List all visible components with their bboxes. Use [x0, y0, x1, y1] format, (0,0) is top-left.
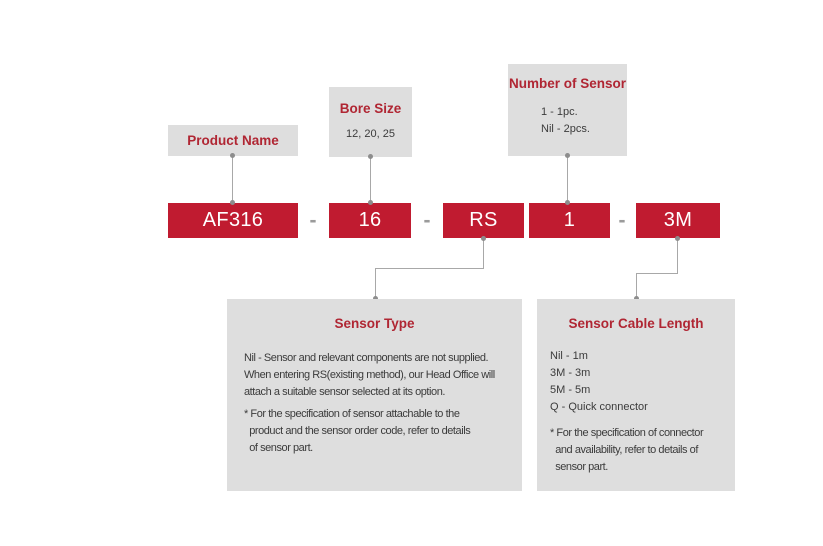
sensor-type-callout: Sensor Type Nil - Sensor and relevant co…: [227, 299, 522, 491]
connector-line: [232, 155, 233, 203]
cable-length-option: Q - Quick connector: [550, 401, 648, 413]
connector-line: [636, 273, 637, 299]
connector-dot: [368, 154, 373, 159]
connector-line: [636, 273, 678, 274]
bore-size-callout: Bore Size 12, 20, 25: [329, 87, 412, 157]
connector-line: [375, 268, 484, 269]
code-separator: -: [423, 208, 431, 232]
cable-length-note: * For the specification of connector and…: [550, 427, 704, 473]
sensor-type-description: Nil - Sensor and relevant components are…: [244, 352, 495, 398]
code-box-bore-size: 16: [329, 203, 411, 238]
connector-line: [677, 238, 678, 274]
connector-line: [483, 238, 484, 269]
sensor-type-note: * For the specification of sensor attach…: [244, 408, 471, 454]
connector-dot: [230, 153, 235, 158]
connector-line: [567, 155, 568, 203]
sensor-type-title: Sensor Type: [334, 316, 415, 331]
number-of-sensor-options: 1 - 1pc. Nil - 2pcs.: [541, 104, 627, 138]
connector-dot: [634, 296, 639, 301]
connector-dot: [481, 236, 486, 241]
connector-dot: [565, 153, 570, 158]
bore-size-title: Bore Size: [339, 101, 402, 116]
sensor-count-option: 1 - 1pc.: [541, 106, 578, 118]
code-box-product-name: AF316: [168, 203, 298, 238]
connector-line: [375, 268, 376, 299]
code-separator: -: [618, 208, 626, 232]
code-box-sensor-count: 1: [529, 203, 610, 238]
connector-line: [370, 156, 371, 203]
connector-dot: [565, 200, 570, 205]
sensor-cable-length-callout: Sensor Cable Length Nil - 1m 3M - 3m 5M …: [537, 299, 735, 491]
cable-length-options: Nil - 1m 3M - 3m 5M - 5m Q - Quick conne…: [550, 348, 735, 416]
cable-length-option: 5M - 5m: [550, 384, 591, 396]
product-name-callout: Product Name: [168, 125, 298, 156]
code-box-sensor-type: RS: [443, 203, 524, 238]
cable-length-option: 3M - 3m: [550, 367, 591, 379]
connector-dot: [373, 296, 378, 301]
connector-dot: [675, 236, 680, 241]
number-of-sensor-callout: Number of Sensor 1 - 1pc. Nil - 2pcs.: [508, 64, 627, 156]
product-name-title: Product Name: [187, 132, 279, 148]
sensor-count-option: Nil - 2pcs.: [541, 123, 590, 135]
code-separator: -: [309, 208, 317, 232]
connector-dot: [230, 200, 235, 205]
cable-length-option: Nil - 1m: [550, 350, 588, 362]
code-box-cable-length: 3M: [636, 203, 720, 238]
connector-dot: [368, 200, 373, 205]
number-of-sensor-title: Number of Sensor: [508, 76, 627, 91]
sensor-cable-length-title: Sensor Cable Length: [568, 316, 704, 331]
bore-size-values: 12, 20, 25: [346, 128, 395, 140]
